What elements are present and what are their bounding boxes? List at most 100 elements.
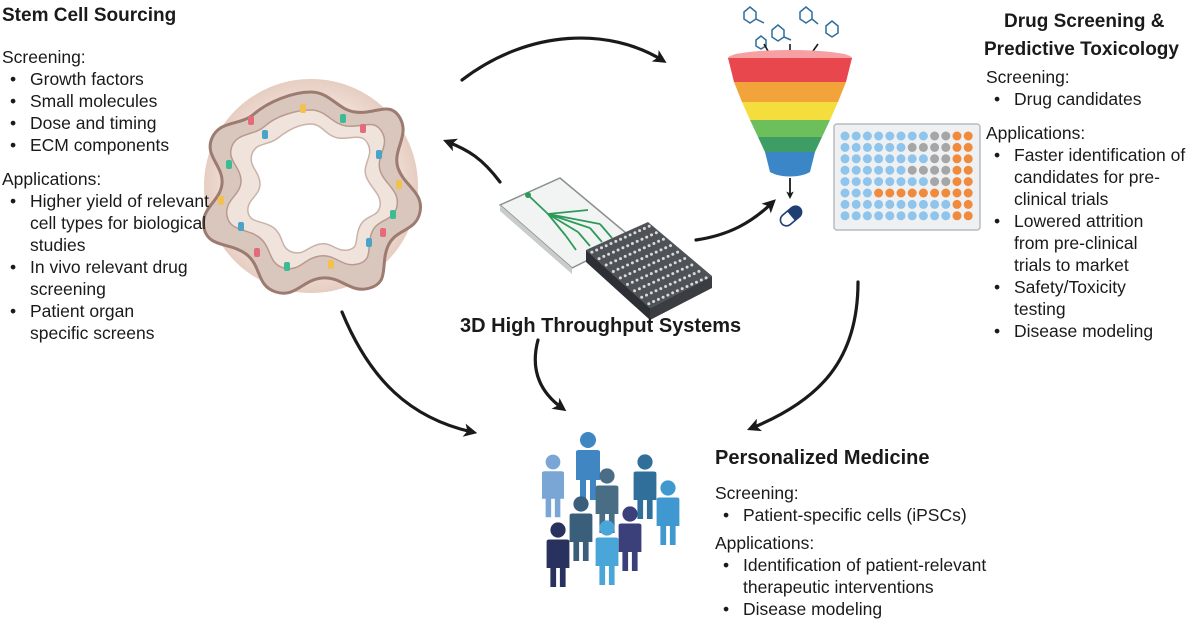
plate-well bbox=[690, 263, 694, 267]
plate-well bbox=[680, 267, 684, 271]
assay-well bbox=[862, 154, 872, 164]
assay-well bbox=[952, 142, 962, 152]
stem-applications-heading: Applications: bbox=[2, 169, 102, 189]
plate-well bbox=[668, 282, 672, 286]
assay-well bbox=[930, 177, 940, 187]
plate-well bbox=[673, 261, 677, 265]
stem-cell-section: Stem Cell Sourcing Screening: Growth fac… bbox=[2, 4, 234, 344]
assay-well bbox=[952, 199, 962, 209]
arrow-chip-to-stem bbox=[443, 138, 502, 184]
assay-well bbox=[896, 188, 906, 198]
assay-well bbox=[851, 188, 861, 198]
well-plate-icon bbox=[586, 222, 712, 320]
plate-well bbox=[669, 244, 672, 248]
plate-well bbox=[676, 269, 679, 273]
stem-applications-list: Higher yield of relevant cell types for … bbox=[2, 190, 210, 344]
list-item: Faster identification of candidates for … bbox=[992, 144, 1186, 210]
assay-well bbox=[952, 188, 962, 198]
plate-well bbox=[695, 280, 698, 284]
arrow-plate-to-funnel bbox=[694, 199, 776, 242]
assay-well bbox=[963, 142, 973, 152]
assay-well bbox=[885, 199, 895, 209]
plate-well bbox=[635, 278, 639, 282]
plate-well bbox=[619, 237, 623, 241]
plate-well bbox=[650, 233, 653, 237]
plate-well bbox=[685, 265, 689, 269]
list-item: Patient-specific cells (iPSCs) bbox=[721, 504, 1055, 526]
plate-well bbox=[661, 257, 665, 260]
plate-well bbox=[671, 272, 675, 276]
plate-well bbox=[647, 302, 651, 306]
plate-well bbox=[647, 282, 651, 286]
plate-well bbox=[678, 278, 682, 282]
plate-well bbox=[630, 280, 634, 284]
plate-well bbox=[621, 265, 625, 269]
arrow-stem-to-medicine bbox=[340, 310, 478, 437]
medicine-title: Personalized Medicine bbox=[715, 447, 930, 469]
list-item: Dose and timing bbox=[8, 112, 234, 134]
assay-well bbox=[840, 211, 850, 221]
assay-well bbox=[941, 165, 951, 175]
plate-well bbox=[657, 278, 660, 282]
plate-well bbox=[661, 295, 665, 299]
plate-well bbox=[623, 235, 627, 239]
assay-well bbox=[930, 142, 940, 152]
plate-well bbox=[649, 272, 653, 276]
assay-well bbox=[840, 165, 850, 175]
plate-well bbox=[661, 237, 665, 241]
assay-well bbox=[896, 154, 906, 164]
plate-well bbox=[664, 246, 668, 250]
list-item: Growth factors bbox=[8, 68, 234, 90]
plate-well bbox=[664, 285, 668, 288]
assay-well bbox=[963, 211, 973, 221]
stem-cell-title: Stem Cell Sourcing bbox=[2, 5, 177, 26]
assay-well bbox=[896, 131, 906, 141]
assay-well bbox=[840, 131, 850, 141]
assay-well bbox=[918, 188, 928, 198]
assay-well bbox=[918, 211, 928, 221]
plate-well bbox=[683, 276, 687, 280]
plate-well bbox=[630, 242, 634, 245]
assay-well bbox=[885, 177, 895, 187]
plate-well bbox=[666, 293, 670, 297]
plate-well bbox=[668, 263, 672, 267]
plate-well bbox=[638, 267, 641, 271]
center-title: 3D High Throughput Systems bbox=[460, 315, 742, 337]
plate-well bbox=[628, 252, 632, 256]
assay-well bbox=[862, 199, 872, 209]
plate-well bbox=[671, 291, 675, 295]
plate-well bbox=[676, 250, 680, 254]
person-icon bbox=[618, 506, 642, 571]
plate-well bbox=[697, 269, 701, 273]
plate-well bbox=[704, 276, 708, 280]
plate-well bbox=[671, 252, 675, 256]
assay-well bbox=[918, 154, 928, 164]
plate-well bbox=[659, 248, 663, 252]
assay-well bbox=[851, 177, 861, 187]
assay-well bbox=[885, 165, 895, 175]
plate-well bbox=[633, 231, 637, 235]
assay-well bbox=[896, 211, 906, 221]
assay-well bbox=[941, 199, 951, 209]
list-item: In vivo relevant drug screening bbox=[8, 256, 210, 300]
assay-well bbox=[918, 142, 928, 152]
plate-well bbox=[647, 263, 651, 267]
person-icon bbox=[633, 454, 657, 519]
plate-well bbox=[618, 276, 622, 280]
drug-section: Screening: Drug candidates Applications:… bbox=[986, 66, 1196, 342]
assay-well bbox=[907, 142, 917, 152]
plate-well bbox=[666, 254, 670, 258]
assay-well bbox=[941, 131, 951, 141]
person-icon bbox=[546, 522, 570, 587]
cycle-arrows bbox=[340, 36, 860, 437]
assay-well bbox=[952, 131, 962, 141]
assay-well bbox=[840, 188, 850, 198]
pill-capsule-icon bbox=[779, 205, 803, 227]
list-item: Higher yield of relevant cell types for … bbox=[8, 190, 210, 256]
plate-well bbox=[645, 235, 649, 239]
person-icon bbox=[569, 496, 593, 561]
plate-well bbox=[626, 282, 629, 286]
list-item: Disease modeling bbox=[721, 598, 1055, 620]
plate-well bbox=[652, 242, 656, 245]
plate-well bbox=[654, 250, 658, 254]
